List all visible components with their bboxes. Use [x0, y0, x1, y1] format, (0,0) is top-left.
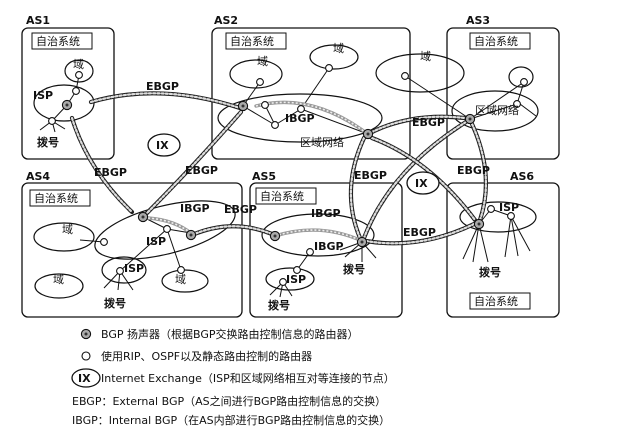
as5-dialup-label: 拨号 [343, 262, 365, 276]
svg-text:自治系统: 自治系统 [260, 189, 304, 203]
as2-regional [217, 93, 383, 143]
as4-label: AS4 [26, 170, 50, 183]
as4-isp-small-label: ISP [124, 262, 144, 275]
as3-title: 自治系统 [469, 32, 531, 50]
as5-box [249, 182, 403, 318]
svg-text:IX: IX [156, 139, 169, 152]
as3-box [446, 27, 560, 160]
as2-box [211, 27, 411, 160]
as1-isp-label: ISP [33, 89, 53, 102]
as4-title: 自治系统 [29, 189, 91, 207]
as6-dialup-label: 拨号 [479, 265, 501, 279]
as4-isp-label: ISP [146, 235, 166, 248]
ix-node-left: IX [147, 133, 181, 157]
ix-node-right: IX [406, 171, 440, 195]
as6-box [446, 182, 560, 318]
as5-title: 自治系统 [255, 187, 317, 205]
as6-title: 自治系统 [469, 292, 531, 310]
as2-domain-left-label: 域 [257, 55, 268, 68]
ebgp-links [69, 91, 488, 246]
as4-ibgp-label: IBGP [180, 202, 210, 215]
as4-domain-top [33, 222, 95, 252]
as1-box [21, 27, 115, 160]
as6-isp-label: ISP [499, 201, 519, 214]
ebgp-label-as2-as4: EBGP [185, 164, 218, 177]
as5-isp-small-label: ISP [286, 273, 306, 286]
as4-isp-small [101, 256, 147, 284]
as1-domain-label: 域 [73, 58, 84, 71]
legend-ix: Internet Exchange（ISP和区域网络相互对等连接的节点） [101, 371, 395, 385]
svg-text:自治系统: 自治系统 [36, 34, 80, 48]
as5-label: AS5 [252, 170, 276, 183]
ebgp-label-as1-as4: EBGP [94, 166, 127, 179]
as5-isp-small [265, 267, 315, 291]
as4-box [21, 182, 243, 318]
ebgp-label-as2-as5: EBGP [354, 169, 387, 182]
as4-domain-top-label: 域 [62, 223, 73, 236]
as5-ibgp-top-label: IBGP [311, 207, 341, 220]
as3-small [508, 66, 534, 88]
as4-isp-main [94, 200, 236, 260]
ebgp-label-as5-as6: EBGP [403, 226, 436, 239]
as1-domain [64, 59, 94, 83]
as4-domain-bottom [34, 273, 84, 299]
as6-label: AS6 [510, 170, 534, 183]
as2-regional-label: 区域网络 [300, 135, 344, 149]
ebgp-label-as1-as2: EBGP [146, 80, 179, 93]
as5-isp-main [261, 213, 375, 257]
as6-isp [459, 201, 537, 233]
as3-regional [451, 90, 539, 132]
as4-domain-right [161, 269, 209, 293]
as2-domain-right [309, 44, 359, 70]
svg-text:自治系统: 自治系统 [474, 294, 518, 308]
as1-title: 自治系统 [31, 32, 93, 50]
svg-text:IX: IX [415, 177, 428, 190]
as4-domain-right-label: 域 [175, 273, 186, 286]
as2-domain-right-label: 域 [333, 42, 344, 55]
legend-router: 使用RIP、OSPF以及静态路由控制的路由器 [101, 349, 312, 363]
svg-text:自治系统: 自治系统 [34, 191, 78, 205]
svg-text:自治系统: 自治系统 [474, 34, 518, 48]
legend-ix-symbol: IX [78, 372, 91, 385]
legend-ibgp: IBGP：Internal BGP（在AS内部进行BGP路由控制信息的交换） [72, 413, 390, 427]
ebgp-label-as3-as6: EBGP [457, 164, 490, 177]
ebgp-label-as4-as5: EBGP [224, 203, 257, 216]
bgp-speakers [61, 99, 485, 248]
as4-dialup-label: 拨号 [104, 296, 126, 310]
ebgp-label-as2-as3: EBGP [412, 116, 445, 129]
as2-title: 自治系统 [225, 32, 287, 50]
as3-domain-label: 域 [420, 50, 431, 63]
routers [48, 64, 528, 286]
as2-ibgp-label: IBGP [285, 112, 315, 125]
as3-label: AS3 [466, 14, 490, 27]
as5-dialup-bottom-label: 拨号 [268, 298, 290, 312]
svg-text:自治系统: 自治系统 [230, 34, 274, 48]
as1-label: AS1 [26, 14, 50, 27]
as3-domain [375, 53, 465, 93]
as2-domain-left [229, 59, 283, 89]
legend-bgp-speaker: BGP 扬声器（根据BGP交换路由控制信息的路由器） [101, 327, 359, 341]
as5-ibgp-bottom-label: IBGP [314, 240, 344, 253]
as4-domain-bottom-label: 域 [53, 273, 64, 286]
legend: BGP 扬声器（根据BGP交换路由控制信息的路由器） 使用RIP、OSPF以及静… [71, 327, 395, 427]
legend-ebgp: EBGP：External BGP（AS之间进行BGP路由控制信息的交换） [72, 394, 386, 408]
as3-regional-label: 区域网络 [475, 103, 519, 117]
as1-dialup-label: 拨号 [37, 135, 59, 149]
as2-label: AS2 [214, 14, 238, 27]
